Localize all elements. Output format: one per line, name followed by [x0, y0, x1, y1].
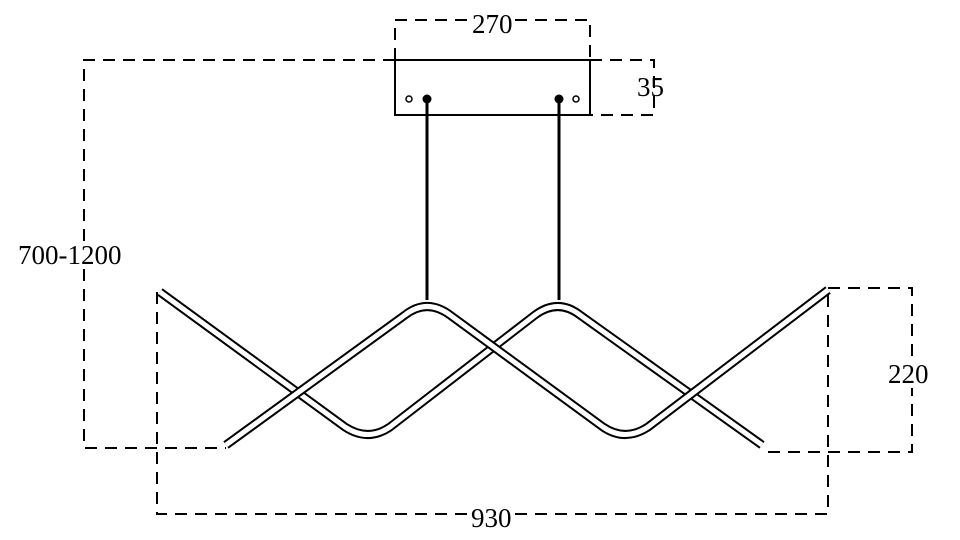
- dim-line-930: [156, 288, 829, 515]
- canopy: [394, 59, 591, 116]
- dim-line-700-1200: [83, 59, 395, 449]
- screw-hole-right: [572, 95, 580, 103]
- dim-line-270: [394, 19, 591, 60]
- screw-hole-left: [405, 95, 413, 103]
- dimension-fixture-width: 930: [469, 503, 514, 533]
- dimension-suspension-height: 700-1200: [18, 240, 122, 270]
- light-strip-a: [157, 288, 765, 449]
- dim-line-35: [590, 59, 655, 116]
- dimension-canopy-width: 270: [470, 9, 515, 39]
- dimension-canopy-height: 35: [637, 72, 664, 102]
- light-strip-b: [223, 286, 831, 449]
- dimension-fixture-height: 220: [888, 359, 929, 389]
